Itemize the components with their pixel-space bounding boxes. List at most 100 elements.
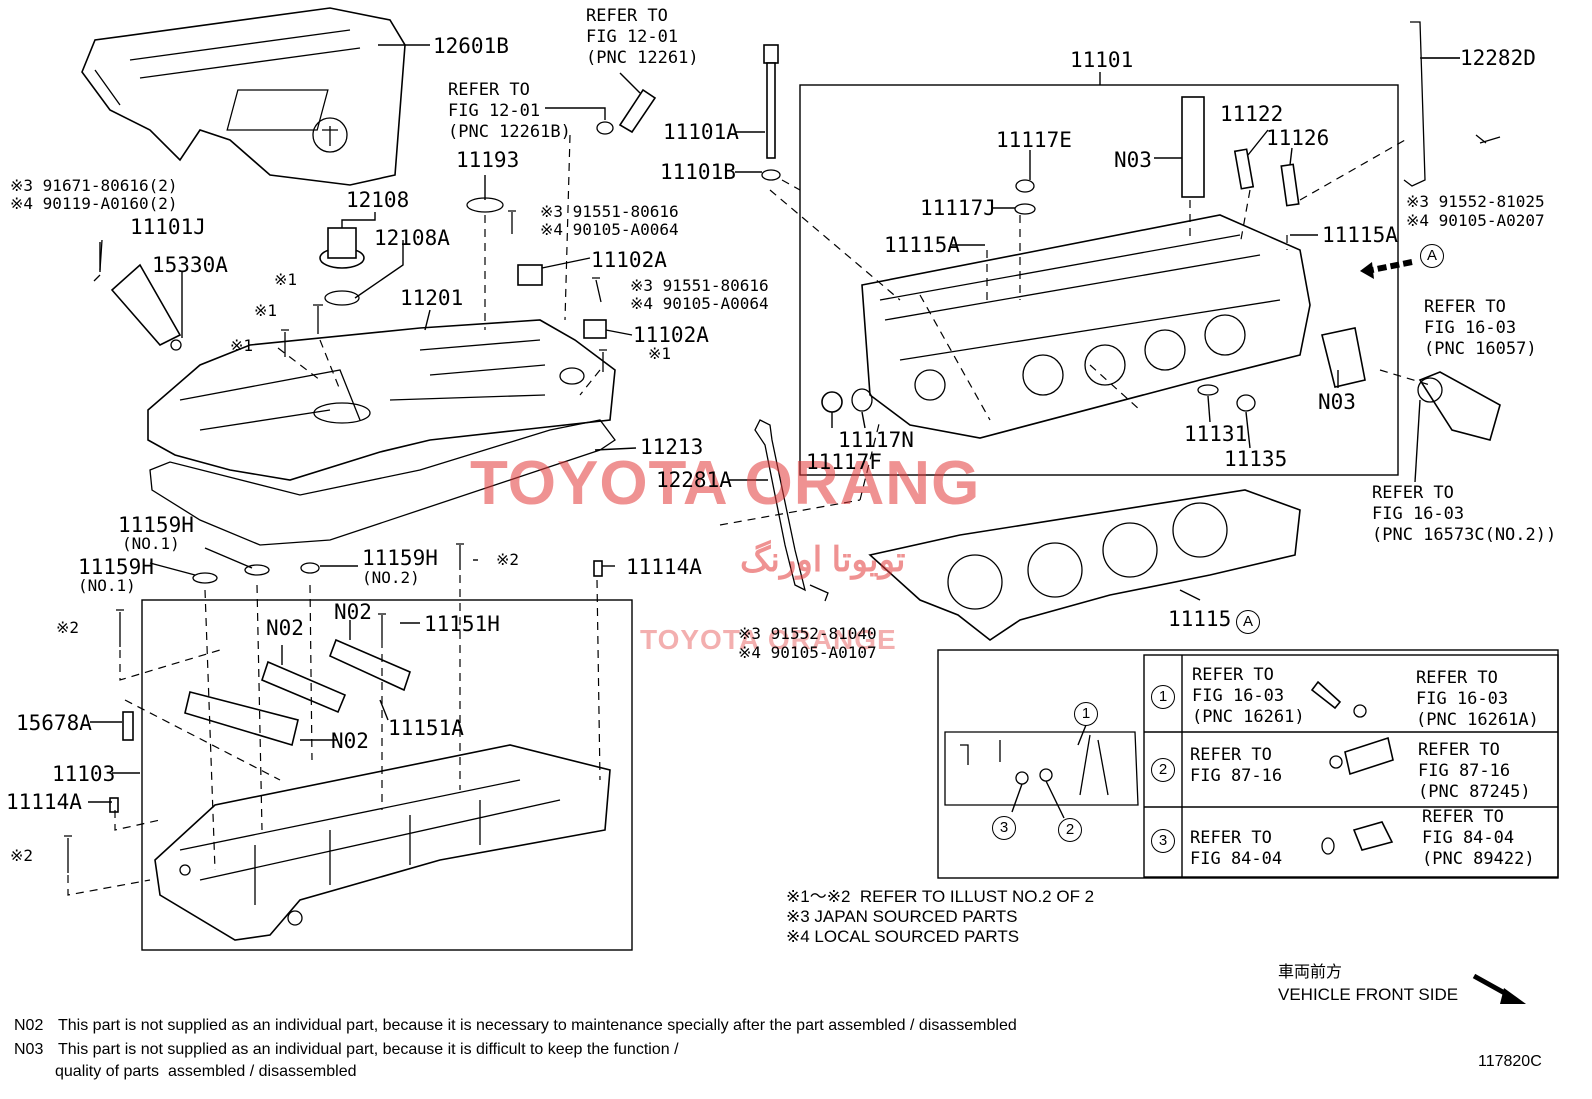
label-11101B: 11101B [660,160,736,184]
footnote-n02-code: N02 [14,1017,44,1034]
label-11101J: 11101J [130,215,206,239]
label-11159H-b-note: (NO.1) [78,576,136,595]
camshaft-housing-illustration [154,744,611,941]
detail-row-1-right: REFER TO FIG 16-03 (PNC 16261A) [1416,668,1539,730]
note-ref-illust: ※1～※2 REFER TO ILLUST NO.2 OF 2 [786,887,1095,906]
label-11102A-lower: 11102A [633,323,709,347]
front-side-jp: 車両前方 [1278,964,1343,981]
footnote-n03-text: This part is not supplied as an individu… [58,1041,679,1058]
label-11117N: 11117N [838,428,914,452]
marker-a-head: A [1420,244,1444,268]
engine-cover-illustration [81,7,406,186]
label-11159H-c: 11159H [362,546,438,570]
detail-callout-1: 1 [1074,702,1098,726]
label-N02-c: N02 [331,729,369,753]
label-11159H-a-note: (NO.1) [122,534,180,553]
bolt-91551-a-japan: ※3 91551-80616 [540,202,679,221]
head-bolt-illustration [761,44,781,181]
label-11135: 11135 [1224,447,1288,471]
oil-cap-illustration [319,197,504,306]
pcv-hose [618,88,657,134]
head-gasket-illustration [868,489,1301,641]
bolt-91551-b-japan: ※3 91551-80616 [630,276,769,295]
bolt-91551-a-local: ※4 90105-A0064 [540,220,679,239]
bolt-91552-81025-local: ※4 90105-A0207 [1406,211,1545,230]
note-local-sourced: ※4 LOCAL SOURCED PARTS [786,927,1020,946]
front-arrow-icon [1472,973,1526,1004]
label-12108A: 12108A [374,226,450,250]
label-11159H-c-note: (NO.2) [362,568,420,587]
bearing-cap-2 [261,660,347,714]
label-12282D: 12282D [1460,46,1536,70]
detail-row-2-left: REFER TO FIG 87-16 [1190,745,1283,786]
footnote-n02-text: This part is not supplied as an individu… [58,1017,1017,1034]
marker-a-detail: A [1236,610,1260,634]
detail-row-1-number: 1 [1151,685,1175,709]
vvt-solenoid-illustration [93,239,182,351]
lower-frame-box [141,599,633,951]
bolt-91551-b-local: ※4 90105-A0064 [630,294,769,313]
watermark-main: TOYOTA ORANG [470,449,981,518]
footnote-n03-code: N03 [14,1041,44,1058]
label-N03-upper: N03 [1114,148,1152,172]
label-ast2-a: ※2 [496,550,520,569]
label-12601B: 12601B [433,34,509,58]
label-11102A-upper: 11102A [591,248,667,272]
footnote-n03-text-2: quality of parts assembled / disassemble… [55,1063,357,1080]
label-11114A-left: 11114A [6,790,82,814]
bearing-cap-3 [328,638,411,692]
figure-id: 117820C [1478,1053,1542,1070]
note-japan-sourced: ※3 JAPAN SOURCED PARTS [786,907,1018,926]
cam-sensor-1 [517,264,543,286]
label-11201: 11201 [400,286,464,310]
engine-hanger-rear [1403,21,1460,187]
label-N03-lower: N03 [1318,390,1356,414]
leader-lines [88,44,1460,803]
label-11131: 11131 [1184,422,1248,446]
label-11126: 11126 [1266,126,1330,150]
label-12108: 12108 [346,188,410,212]
label-11151A: 11151A [388,716,464,740]
label-11115A-right: 11115A [1322,223,1398,247]
label-ast1-c: ※1 [230,336,254,355]
bolt-91552-81040-japan: ※3 91552-81040 [738,624,877,643]
detail-row-2-right: REFER TO FIG 87-16 (PNC 87245) [1418,740,1531,802]
refer-pnc-12261: REFER TO FIG 12-01 (PNC 12261) [586,6,699,68]
bolt-91552-81025-japan: ※3 91552-81025 [1406,192,1545,211]
watermark-arabic: تویوتا اورنگ [740,541,906,579]
refer-pnc-16573C: REFER TO FIG 16-03 (PNC 16573C(NO.2)) [1372,483,1557,545]
label-N02-b: N02 [266,616,304,640]
label-ast2-c: ※2 [10,846,34,865]
label-ast1-a: ※1 [274,270,298,289]
label-11117F: 11117F [806,450,882,474]
bolt-91671-japan: ※3 91671-80616(2) [10,176,178,195]
label-N02-a: N02 [334,600,372,624]
bolt-91552-81040-local: ※4 90105-A0107 [738,643,877,662]
label-11101: 11101 [1070,48,1134,72]
head-cover-illustration [147,319,616,481]
label-ast1-d: ※1 [648,344,672,363]
assembly-lines [67,134,1431,896]
front-side-en: VEHICLE FRONT SIDE [1278,985,1459,1004]
engine-hanger-front [754,419,806,592]
cylinder-head-illustration [821,96,1366,439]
cam-sensor-2 [583,319,607,339]
small-bolts [64,210,607,873]
bearing-cap-1 [184,691,299,747]
detail-row-3-left: REFER TO FIG 84-04 [1190,828,1283,869]
label-11115A-left: 11115A [884,233,960,257]
label-11117E: 11117E [996,128,1072,152]
detail-callout-3: 3 [992,816,1016,840]
label-11114A-right: 11114A [626,555,702,579]
detail-row-3-right: REFER TO FIG 84-04 (PNC 89422) [1422,807,1535,869]
detail-row-1-left: REFER TO FIG 16-03 (PNC 16261) [1192,665,1305,727]
detail-callout-2: 2 [1058,818,1082,842]
label-11213: 11213 [640,435,704,459]
label-11159H-a: 11159H [118,513,194,537]
watermark-small: TOYOTA ORANGE [640,624,897,655]
label-11122: 11122 [1220,102,1284,126]
label-11103: 11103 [52,762,116,786]
label-11101A: 11101A [663,120,739,144]
refer-pnc-12261B: REFER TO FIG 12-01 (PNC 12261B) [448,80,571,142]
